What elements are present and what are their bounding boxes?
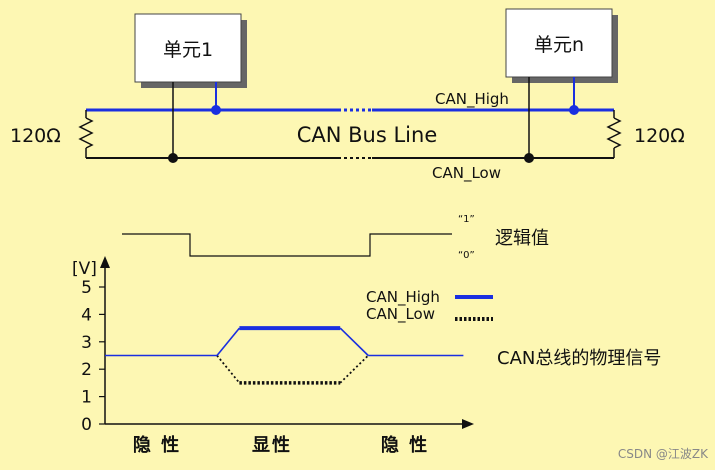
y-axis-arrow	[100, 256, 110, 268]
region-label-dominant: 显性	[252, 434, 292, 456]
legend-label-can-high: CAN_High	[366, 288, 440, 307]
y-tick-label: 4	[81, 305, 92, 325]
chart-side-title: CAN总线的物理信号	[497, 348, 661, 369]
voltage-chart: [V] 0 1 2 3 4 5 CAN_High CAN_Low 隐 性 显性 隐 性 C…	[72, 256, 661, 456]
y-tick-label: 3	[81, 333, 92, 353]
series-segment-can-high	[216, 327, 241, 357]
series-layer	[105, 326, 464, 385]
unit-1-label: 单元1	[163, 39, 213, 61]
left-terminator-resistor	[78, 110, 94, 158]
terminator-left-label: 120Ω	[10, 125, 61, 147]
unit-1-low-node	[168, 153, 178, 163]
logic-waveform	[122, 233, 452, 257]
unit-1-high-node	[211, 105, 221, 115]
unit-1-box	[134, 13, 242, 83]
x-axis-arrow	[462, 419, 474, 429]
y-ticks: 0 1 2 3 4 5	[81, 278, 105, 435]
bus-title: CAN Bus Line	[297, 123, 438, 147]
y-tick-label: 5	[81, 278, 92, 298]
legend-label-can-low: CAN_Low	[366, 305, 435, 324]
y-tick-label: 2	[81, 360, 92, 380]
logic-one-label: “1”	[458, 214, 475, 225]
logic-title: 逻辑值	[495, 228, 549, 249]
right-terminator-resistor	[606, 110, 622, 158]
series-segment-can-high	[339, 327, 369, 357]
can-low-label: CAN_Low	[432, 164, 501, 183]
region-label-recessive-2: 隐 性	[381, 434, 429, 456]
y-axis-label: [V]	[72, 259, 97, 279]
y-tick-label: 1	[81, 388, 92, 408]
series-segment-can-low	[216, 354, 241, 384]
logic-trace: “1” “0” 逻辑值	[122, 214, 549, 261]
unit-n-low-node	[524, 153, 534, 163]
unit-n-label: 单元n	[534, 34, 584, 56]
y-tick-label: 0	[81, 415, 92, 435]
region-label-recessive-1: 隐 性	[133, 434, 181, 456]
watermark: CSDN @江波ZK	[618, 447, 709, 461]
terminator-right-label: 120Ω	[634, 125, 685, 147]
unit-n-box	[505, 8, 613, 78]
unit-n-high-node	[569, 105, 579, 115]
series-segment-can-low	[339, 354, 369, 384]
bus-topology: 单元1 单元n 120Ω 1	[10, 8, 685, 183]
logic-zero-label: “0”	[458, 250, 475, 261]
can-high-label: CAN_High	[435, 90, 509, 109]
chart-legend: CAN_High CAN_Low	[366, 288, 493, 324]
